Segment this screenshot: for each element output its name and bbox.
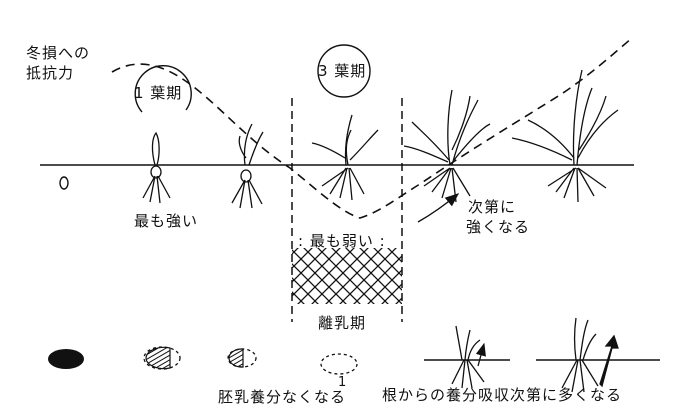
leaf3-stage-label: 3 葉期	[318, 62, 367, 80]
gradually-stronger-label-line1: 次第に	[468, 198, 517, 216]
leaf1-stage-label: 1 葉期	[134, 84, 183, 102]
endosperm-marker-label: 1	[338, 375, 347, 390]
seed-empty-icon	[320, 353, 358, 375]
leaf3-stage-circle	[317, 44, 371, 98]
gradually-stronger-label-line2: 強くなる	[466, 218, 531, 236]
seed-mostly-full-icon	[143, 346, 181, 370]
strongest-label: 最も強い	[134, 212, 199, 230]
gradually-arrow	[417, 193, 460, 223]
seed-half-icon	[227, 348, 257, 368]
seedling-leaf4-icon	[511, 69, 619, 203]
root-absorption-label: 根からの養分吸収次第に多くなる	[382, 386, 623, 404]
seed-full-icon	[48, 349, 84, 369]
seedling-leaf2-icon	[311, 114, 379, 201]
seed-zero-icon	[59, 176, 69, 190]
cold-damage-resistance-label-line2: 抵抗力	[26, 64, 75, 82]
seedling-leaf1-icon	[231, 123, 264, 209]
weaning-zone-crosshatch	[292, 248, 402, 304]
seedling-stage0-icon	[142, 131, 171, 204]
root-absorption-icon-2	[536, 317, 660, 393]
cold-damage-resistance-label-line1: 冬損への	[26, 44, 91, 62]
resistance-curve	[111, 37, 633, 219]
endosperm-depleted-label: 胚乳養分なくなる	[218, 388, 347, 406]
weakest-label: : 最も弱い :	[298, 232, 386, 250]
seedling-leaf3-icon	[403, 89, 491, 203]
leaf1-stage-arc	[134, 65, 192, 113]
root-absorption-icon-1	[424, 325, 510, 389]
weaning-period-label: 離乳期	[318, 314, 367, 332]
